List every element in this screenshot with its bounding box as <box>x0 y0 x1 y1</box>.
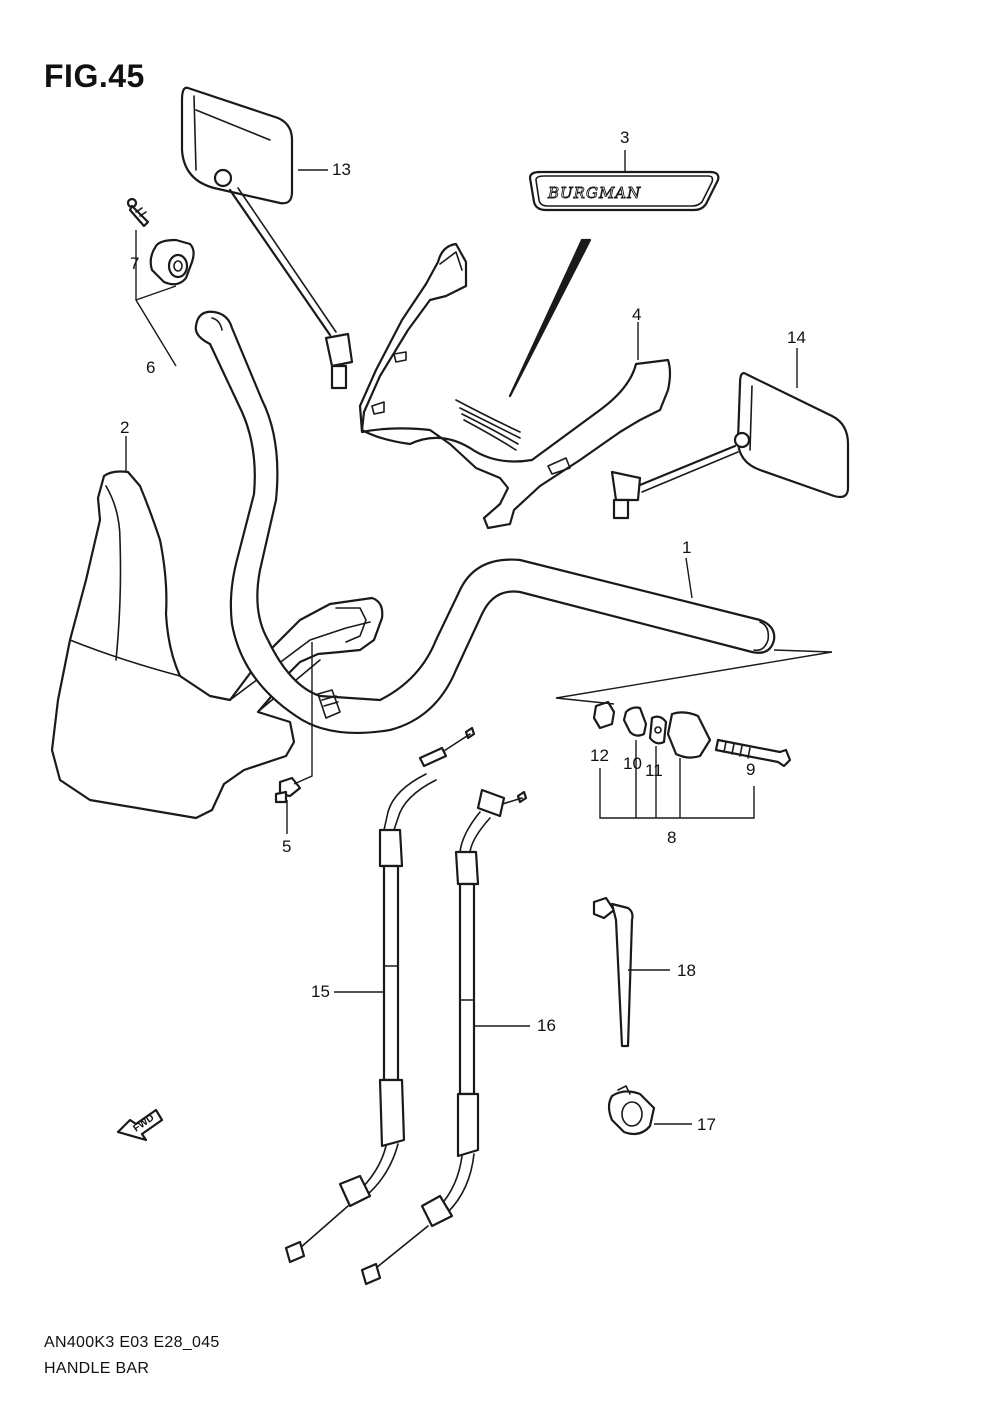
mirror-left[interactable] <box>180 86 354 390</box>
nut-12 <box>592 700 616 730</box>
washer-11 <box>648 715 668 745</box>
figure-title: FIG.45 <box>44 58 145 94</box>
callout-16: 16 <box>537 1016 556 1035</box>
figure-code: AN400K3 E03 E28_045 <box>44 1334 220 1351</box>
callout-3: 3 <box>620 128 629 147</box>
emblem-text: BURGMAN <box>547 184 641 202</box>
clamp-17[interactable] <box>607 1085 656 1136</box>
callout-10: 10 <box>623 754 642 773</box>
callout-11: 11 <box>645 761 663 780</box>
callout-7: 7 <box>130 254 139 273</box>
weight-8 <box>666 711 712 759</box>
leader-lines <box>125 150 833 1125</box>
callout-2: 2 <box>120 418 129 437</box>
emblem-3[interactable]: BURGMAN <box>528 170 720 212</box>
balancer-6[interactable] <box>149 238 195 286</box>
callout-12: 12 <box>590 746 609 765</box>
damper-10 <box>622 706 648 737</box>
cable-tie-18[interactable] <box>592 896 634 1048</box>
callout-13: 13 <box>332 160 351 179</box>
handle-cover-lower-2[interactable] <box>50 470 384 820</box>
bar-end-assembly[interactable] <box>592 700 792 768</box>
handlebar-1[interactable] <box>194 310 776 735</box>
callout-8: 8 <box>667 828 676 847</box>
callout-4: 4 <box>632 305 641 324</box>
bolt-7[interactable] <box>126 197 150 228</box>
callout-15: 15 <box>311 982 330 1001</box>
throttle-cable-15[interactable] <box>284 726 476 1264</box>
callout-9: 9 <box>746 760 755 779</box>
emblem-pointer <box>508 238 592 398</box>
callout-numbers: 1 2 3 4 5 6 7 8 9 10 11 12 13 14 15 16 1… <box>120 128 806 1134</box>
callout-6: 6 <box>146 358 155 377</box>
figure-name: HANDLE BAR <box>44 1360 150 1377</box>
callout-5: 5 <box>282 837 291 856</box>
fwd-direction-arrow: FWD <box>116 1108 164 1142</box>
callout-17: 17 <box>697 1115 716 1134</box>
callout-18: 18 <box>677 961 696 980</box>
screw-9 <box>714 738 792 768</box>
callout-14: 14 <box>787 328 806 347</box>
handle-cover-upper-4[interactable] <box>358 242 672 530</box>
callout-1: 1 <box>682 538 691 557</box>
throttle-cable-16[interactable] <box>360 788 528 1286</box>
mirror-right[interactable] <box>610 372 850 520</box>
clip-5[interactable] <box>274 776 302 804</box>
